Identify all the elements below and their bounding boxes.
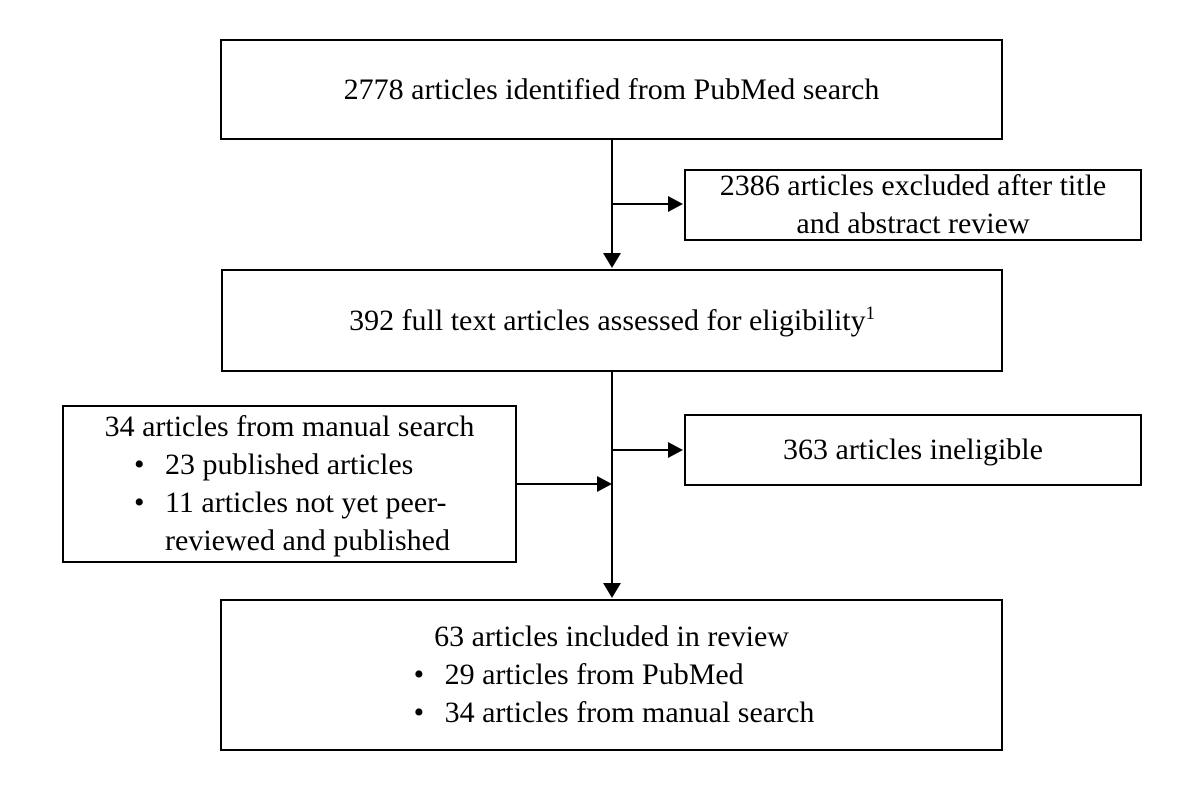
excluded-text-line2: and abstract review	[796, 207, 1030, 240]
arrowhead-right-icon	[668, 196, 683, 212]
connector-identified-to-fulltext	[611, 140, 613, 256]
flow-box-identified: 2778 articles identified from PubMed sea…	[220, 39, 1003, 140]
fulltext-text: 392 full text articles assessed for elig…	[349, 302, 875, 340]
flow-box-fulltext-assessed: 392 full text articles assessed for elig…	[221, 269, 1003, 372]
bullet-text: 29 articles from PubMed	[444, 658, 744, 691]
flow-box-manual-search: 34 articles from manual search • 23 publ…	[62, 405, 517, 563]
arrowhead-right-icon	[597, 476, 612, 492]
bullet-item-pubmed: • 29 articles from PubMed	[409, 656, 815, 694]
bullet-icon: •	[413, 658, 425, 691]
bullet-text-line1: 11 articles not yet peer-	[165, 486, 447, 519]
ineligible-text: 363 articles ineligible	[783, 433, 1043, 466]
included-bullet-list: • 29 articles from PubMed • 34 articles …	[409, 656, 815, 732]
bullet-text-line2: reviewed and published	[165, 524, 450, 557]
excluded-text-line1: 2386 articles excluded after title	[719, 169, 1107, 202]
bullet-text: 34 articles from manual search	[444, 696, 815, 729]
flow-box-excluded: 2386 articles excluded after title and a…	[684, 169, 1142, 241]
bullet-icon: •	[134, 486, 145, 519]
arrowhead-down-icon	[603, 583, 621, 598]
manual-search-bullet-list: • 23 published articles • 11 articles no…	[129, 446, 450, 560]
bullet-icon: •	[413, 696, 425, 729]
flow-box-ineligible: 363 articles ineligible	[684, 414, 1142, 486]
identified-text: 2778 articles identified from PubMed sea…	[343, 72, 880, 106]
arrowhead-down-icon	[603, 253, 621, 268]
bullet-icon: •	[134, 448, 145, 481]
fulltext-text-main: 392 full text articles assessed for elig…	[349, 303, 866, 337]
bullet-text: 23 published articles	[165, 448, 414, 481]
connector-fulltext-to-included	[611, 372, 613, 583]
connector-branch-to-ineligible	[612, 449, 670, 451]
footnote-superscript: 1	[865, 302, 875, 324]
connector-manual-to-trunk	[517, 483, 598, 485]
bullet-item-not-peer-reviewed: • 11 articles not yet peer- reviewed and…	[129, 484, 450, 560]
arrowhead-right-icon	[668, 442, 683, 458]
manual-search-heading: 34 articles from manual search	[104, 410, 475, 443]
bullet-item-published: • 23 published articles	[129, 446, 450, 484]
connector-branch-to-excluded	[612, 203, 670, 205]
bullet-item-manual: • 34 articles from manual search	[409, 694, 815, 732]
flow-box-included: 63 articles included in review • 29 arti…	[220, 599, 1003, 751]
included-heading: 63 articles included in review	[434, 620, 789, 653]
